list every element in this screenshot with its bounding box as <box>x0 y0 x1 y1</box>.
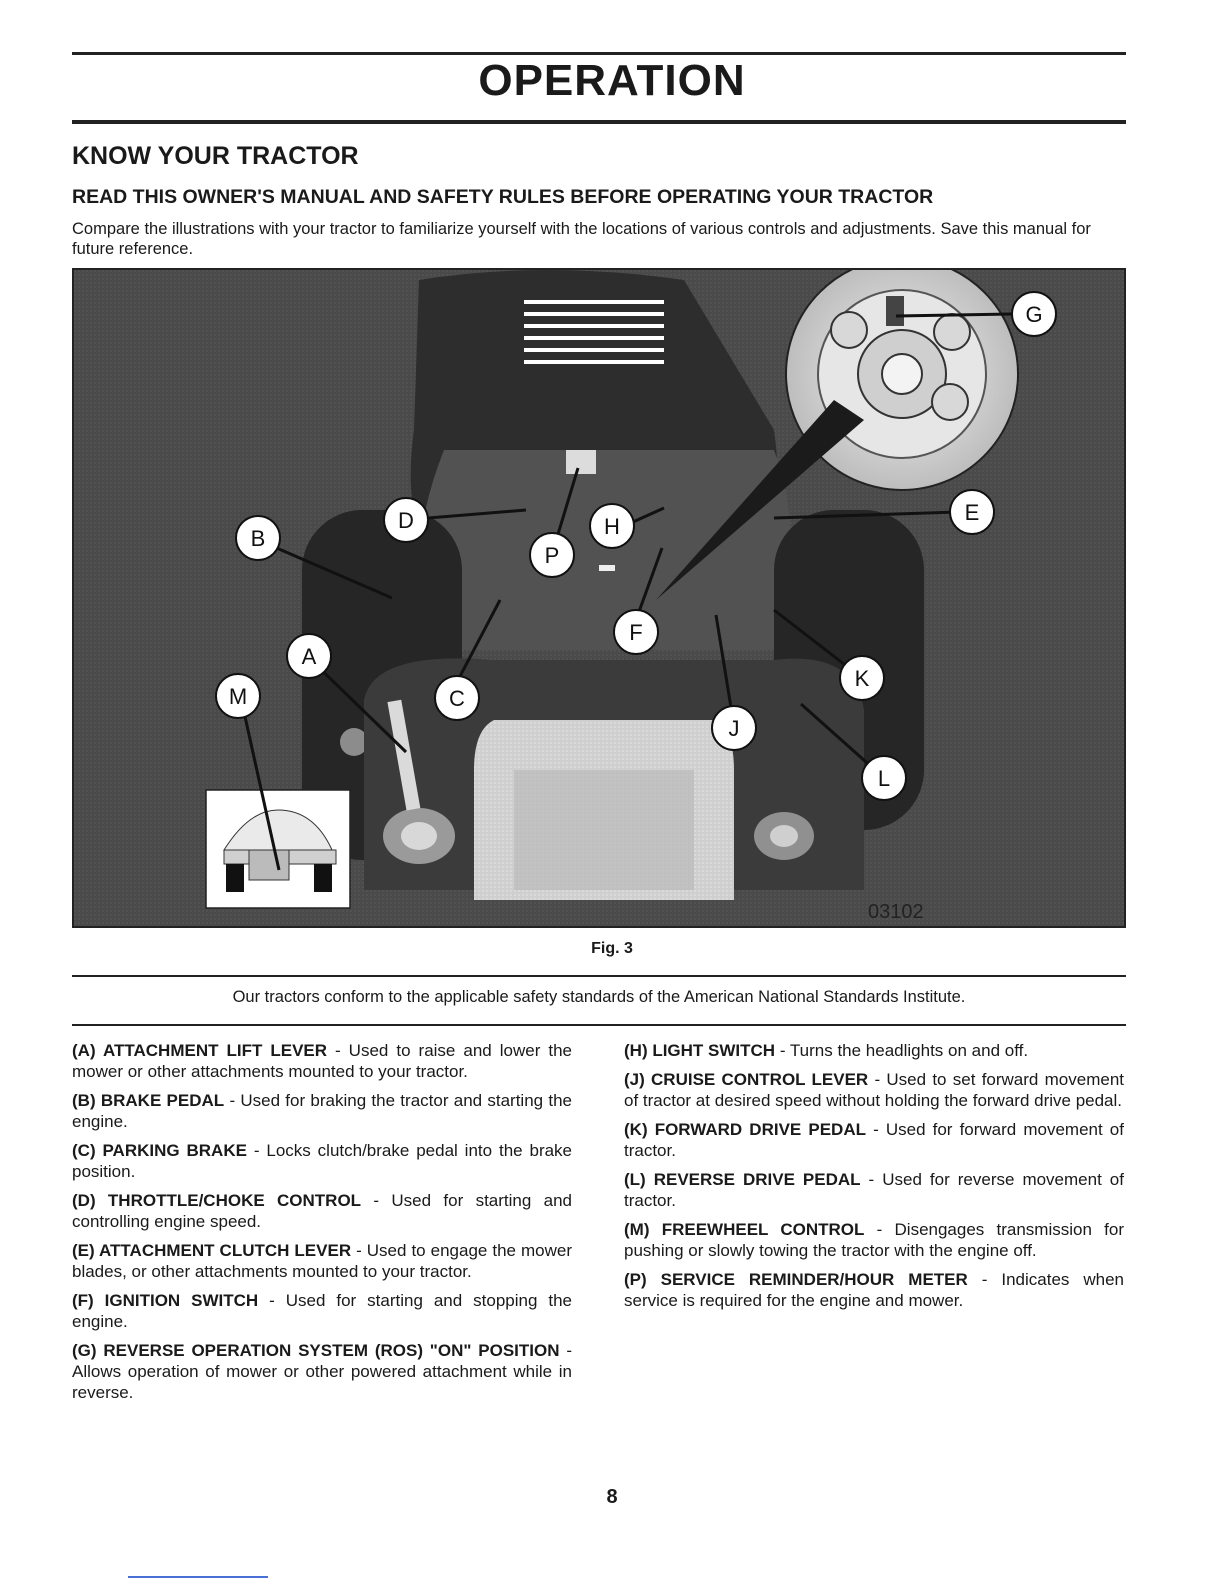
control-term: (J) CRUISE CONTROL LEVER <box>624 1070 869 1089</box>
control-description: - Used to engage the mower blades, or ot… <box>72 1241 572 1281</box>
section-heading: KNOW YOUR TRACTOR <box>72 142 359 170</box>
control-term: (L) REVERSE DRIVE PEDAL <box>624 1170 861 1189</box>
control-item: (F) IGNITION SWITCH - Used for starting … <box>72 1290 572 1332</box>
callout-letter: G <box>1025 302 1042 327</box>
control-term: (D) THROTTLE/CHOKE CONTROL <box>72 1191 362 1210</box>
page-title: OPERATION <box>478 56 746 105</box>
control-term: (F) IGNITION SWITCH <box>72 1291 259 1310</box>
callout-letter: C <box>449 686 465 711</box>
footer-link-underline <box>128 1576 268 1578</box>
callout-circle <box>529 532 575 578</box>
callout-letter: K <box>855 666 870 691</box>
callout-letter: E <box>965 500 980 525</box>
controls-list-left: (A) ATTACHMENT LIFT LEVER - Used to rais… <box>72 1040 572 1411</box>
callout-circle <box>589 503 635 549</box>
callout-letter: F <box>629 620 642 645</box>
page-number: 8 <box>606 1486 618 1508</box>
standards-note: Our tractors conform to the applicable s… <box>232 988 966 1006</box>
control-description: - Used for starting and controlling engi… <box>72 1191 573 1231</box>
control-term: (A) ATTACHMENT LIFT LEVER <box>72 1041 328 1060</box>
tractor-figure: G D B E H P F A K C M J L 03102 <box>72 268 1126 928</box>
control-description: - Used for forward movement of tractor. <box>624 1120 1124 1160</box>
tractor-illustration: G D B E H P F A K C M J L 03102 <box>74 270 1124 926</box>
control-term: (K) FORWARD DRIVE PEDAL <box>624 1120 866 1139</box>
callout-letter: J <box>729 716 740 741</box>
figure-caption: Fig. 3 <box>591 940 633 957</box>
control-item: (B) BRAKE PEDAL - Used for braking the t… <box>72 1090 572 1132</box>
safety-warning-heading: READ THIS OWNER'S MANUAL AND SAFETY RULE… <box>72 186 934 208</box>
callout-letter: B <box>251 526 266 551</box>
control-item: (J) CRUISE CONTROL LEVER - Used to set f… <box>624 1069 1124 1111</box>
control-item: (A) ATTACHMENT LIFT LEVER - Used to rais… <box>72 1040 572 1082</box>
title-rule <box>72 120 1126 124</box>
control-term: (G) REVERSE OPERATION SYSTEM (ROS) "ON" … <box>72 1341 560 1360</box>
figure-code: 03102 <box>868 901 924 923</box>
control-item: (D) THROTTLE/CHOKE CONTROL - Used for st… <box>72 1190 572 1232</box>
callout-circle <box>215 673 261 719</box>
callout-circle <box>235 515 281 561</box>
control-description: - Disengages transmission for pushing or… <box>624 1220 1124 1260</box>
control-term: (C) PARKING BRAKE <box>72 1141 247 1160</box>
hood-vents <box>524 300 664 364</box>
callout-circle <box>1011 291 1057 337</box>
callout-circle <box>434 675 480 721</box>
callout-circle <box>861 755 907 801</box>
control-item: (E) ATTACHMENT CLUTCH LEVER - Used to en… <box>72 1240 572 1282</box>
callout-letter: H <box>604 514 620 539</box>
callout-labels: G D B E H P F A K C M J L <box>215 291 1057 801</box>
control-description: - Used to set forward movement of tracto… <box>624 1070 1125 1110</box>
control-term: (M) FREEWHEEL CONTROL <box>624 1220 865 1239</box>
control-item: (H) LIGHT SWITCH - Turns the headlights … <box>624 1040 1124 1061</box>
callout-letter: M <box>229 684 247 709</box>
callout-circle <box>839 655 885 701</box>
controls-list-right: (H) LIGHT SWITCH - Turns the headlights … <box>624 1040 1124 1319</box>
control-term: (H) LIGHT SWITCH <box>624 1041 776 1060</box>
control-item: (M) FREEWHEEL CONTROL - Disengages trans… <box>624 1219 1124 1261</box>
standards-rule <box>72 1024 1126 1026</box>
control-item: (C) PARKING BRAKE - Locks clutch/brake p… <box>72 1140 572 1182</box>
control-description: - Used for reverse movement of tractor. <box>624 1170 1124 1210</box>
control-description: - Allows operation of mower or other pow… <box>72 1341 572 1402</box>
control-description: - Turns the headlights on and off. <box>775 1041 1029 1060</box>
caption-rule <box>72 975 1126 977</box>
control-description: - Indicates when service is required for… <box>624 1270 1124 1310</box>
control-description: - Used for starting and stopping the eng… <box>72 1291 572 1331</box>
callout-letter: A <box>302 644 317 669</box>
control-term: (B) BRAKE PEDAL <box>72 1091 225 1110</box>
control-item: (L) REVERSE DRIVE PEDAL - Used for rever… <box>624 1169 1124 1211</box>
callout-letter: P <box>545 543 560 568</box>
callout-circle <box>286 633 332 679</box>
callout-circle <box>711 705 757 751</box>
callout-letter: D <box>398 508 414 533</box>
top-rule <box>72 52 1126 55</box>
control-item: (G) REVERSE OPERATION SYSTEM (ROS) "ON" … <box>72 1340 572 1403</box>
callout-letter: L <box>878 766 890 791</box>
control-term: (P) SERVICE REMINDER/HOUR METER <box>624 1270 968 1289</box>
control-item: (P) SERVICE REMINDER/HOUR METER - Indica… <box>624 1269 1124 1311</box>
callout-circle <box>949 489 995 535</box>
callout-circle <box>613 609 659 655</box>
control-description: - Used for braking the tractor and start… <box>72 1091 572 1131</box>
callout-circle <box>383 497 429 543</box>
control-item: (K) FORWARD DRIVE PEDAL - Used for forwa… <box>624 1119 1124 1161</box>
control-description: - Used to raise and lower the mower or o… <box>72 1041 572 1081</box>
control-description: - Locks clutch/brake pedal into the brak… <box>72 1141 573 1181</box>
intro-paragraph: Compare the illustrations with your trac… <box>72 220 1091 258</box>
control-term: (E) ATTACHMENT CLUTCH LEVER <box>72 1241 352 1260</box>
